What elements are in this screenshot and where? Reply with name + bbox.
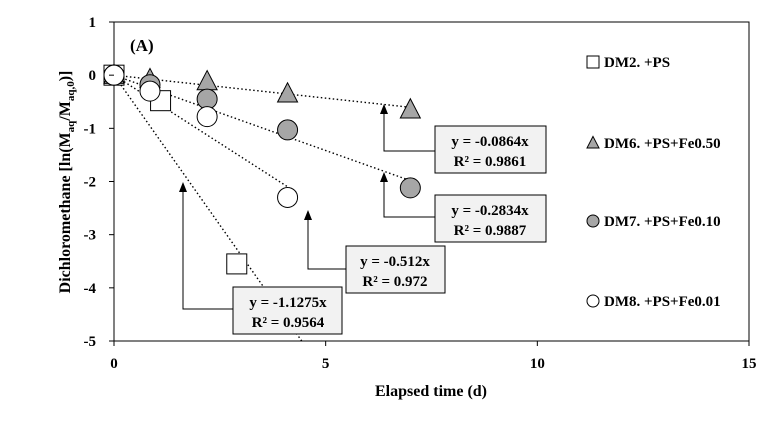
y-tick-label: -5	[84, 334, 97, 350]
x-tick-label: 5	[322, 356, 330, 372]
data-point	[399, 97, 422, 119]
callout-arrowhead	[304, 210, 312, 220]
data-point	[196, 88, 218, 110]
callout-box	[434, 194, 547, 243]
y-tick-label: 1	[89, 15, 97, 31]
equation-label: y = -0.512x	[360, 254, 430, 270]
y-tick-label: -3	[84, 228, 97, 244]
data-point	[586, 135, 600, 149]
data-point	[277, 119, 299, 141]
data-point	[586, 55, 600, 69]
callout-arrowhead	[380, 172, 388, 182]
callout-leader	[383, 113, 435, 152]
legend-label: DM8. +PS+Fe0.01	[604, 294, 721, 310]
y-axis-title: Dichloromethane [ln(Maq/Maq,0)]	[57, 71, 77, 294]
r2-label: R² = 0.9861	[454, 154, 527, 170]
callout-box	[345, 245, 446, 294]
callout-arrowhead	[179, 182, 187, 192]
y-tick-label: -2	[84, 175, 97, 191]
panel-label: (A)	[130, 36, 154, 55]
callout-box	[434, 125, 547, 174]
r2-label: R² = 0.9887	[454, 223, 527, 239]
equation-label: y = -0.2834x	[451, 203, 529, 219]
data-point	[277, 186, 299, 208]
data-point	[586, 294, 600, 308]
data-points	[103, 63, 422, 275]
callout-arrowhead	[380, 104, 388, 114]
callout-box	[232, 286, 343, 335]
data-point	[139, 80, 161, 102]
trendline	[113, 74, 411, 109]
legend-label: DM7. +PS+Fe0.10	[604, 214, 721, 230]
r2-label: R² = 0.9564	[252, 315, 325, 331]
legend-label: DM2. +PS	[604, 55, 670, 71]
data-point	[276, 81, 299, 103]
x-tick-label: 15	[742, 356, 757, 372]
equation-label: y = -1.1275x	[249, 295, 327, 311]
x-tick-label: 10	[530, 356, 545, 372]
y-tick-label: -4	[84, 281, 97, 297]
equation-callouts: y = -1.1275x R² = 0.9564 y = -0.0864x R² = …	[179, 104, 547, 335]
callout-leader	[307, 219, 346, 270]
x-axis-title: Elapsed time (d)	[375, 383, 487, 400]
y-tick-label: -1	[84, 121, 97, 137]
data-point	[226, 253, 248, 275]
callout-leader	[383, 181, 435, 218]
equation-label: y = -0.0864x	[451, 134, 529, 150]
x-tick-label: 0	[110, 356, 118, 372]
legend-label: DM6. +PS+Fe0.50	[604, 136, 721, 152]
r2-label: R² = 0.972	[362, 274, 427, 290]
y-tick-label: 0	[89, 68, 97, 84]
data-point	[586, 214, 600, 228]
data-point	[399, 177, 421, 199]
data-point	[196, 106, 218, 128]
callout-leader	[182, 191, 237, 310]
